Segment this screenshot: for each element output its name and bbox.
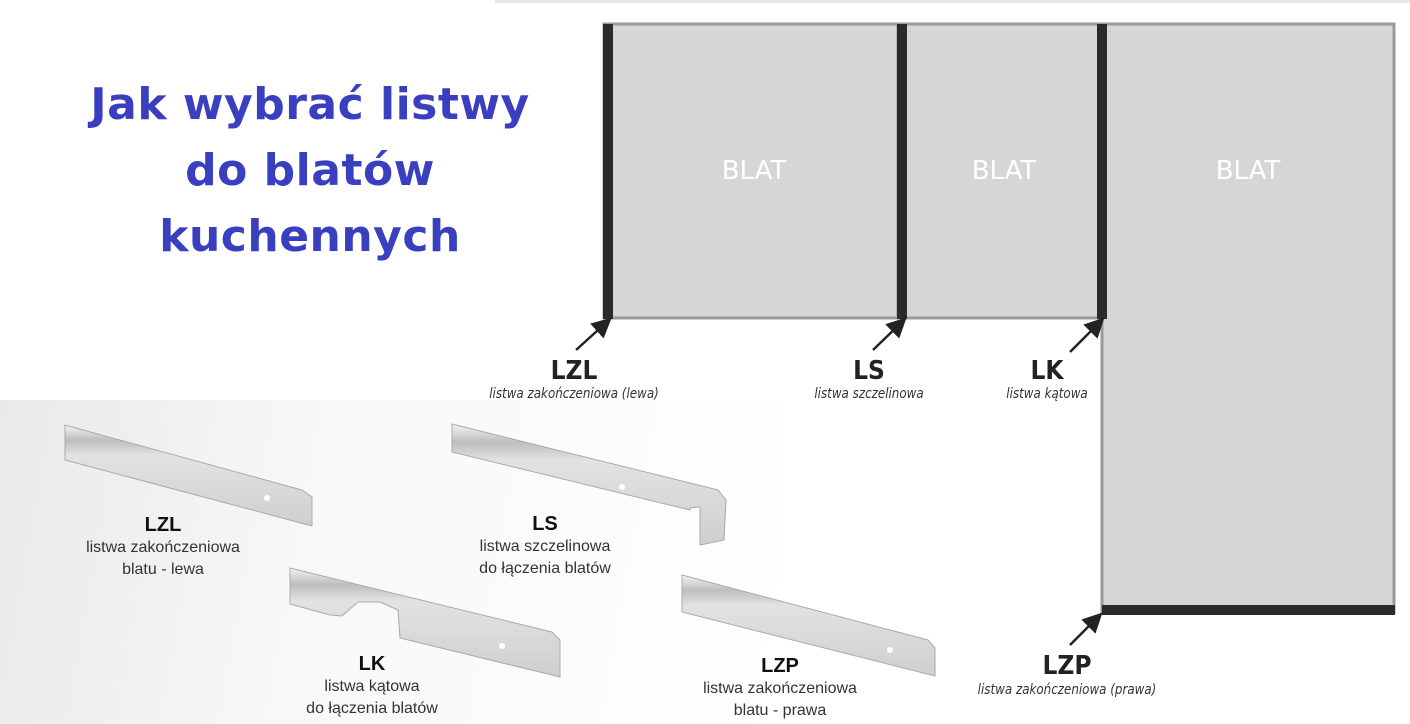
strip-lk <box>1097 24 1107 319</box>
blat-left <box>602 22 900 320</box>
product-desc-2: blatu - prawa <box>733 702 827 719</box>
diagram-code-lzp: LZP <box>1042 651 1092 681</box>
product-lk: LK listwa kątowa do łączenia blatów <box>222 653 522 720</box>
diagram-desc-lzp: listwa zakończeniowa (prawa) <box>977 682 1157 698</box>
product-code: LK <box>358 653 386 675</box>
product-lk-image <box>289 567 561 678</box>
diagram-desc-lk: listwa kątowa <box>1006 386 1088 402</box>
arrow-lk <box>1069 317 1105 353</box>
strip-lzp <box>1102 605 1395 615</box>
blat-label-1: BLAT <box>721 156 787 186</box>
product-desc-2: do łączenia blatów <box>479 560 611 577</box>
product-code: LS <box>532 513 558 535</box>
product-ls: LS listwa szczelinowa do łączenia blatów <box>395 513 695 580</box>
product-desc-1: listwa kątowa <box>324 678 420 695</box>
diagram-code-lk: LK <box>1030 356 1064 386</box>
blat-right <box>1100 22 1396 614</box>
product-desc-1: listwa szczelinowa <box>479 538 611 555</box>
product-lzp: LZP listwa zakończeniowa blatu - prawa <box>630 655 930 722</box>
arrow-lzp <box>1069 612 1103 646</box>
diagram-code-ls: LS <box>853 356 885 386</box>
product-desc-1: listwa zakończeniowa <box>703 680 857 697</box>
diagram-code-lzl: LZL <box>550 356 598 386</box>
strip-ls <box>897 24 907 319</box>
strip-lzl <box>603 24 613 319</box>
product-lzp-image <box>681 574 936 677</box>
diagram-desc-lzl: listwa zakończeniowa (lewa) <box>489 386 659 402</box>
blat-label-2: BLAT <box>971 156 1037 186</box>
diagram-desc-ls: listwa szczelinowa <box>814 386 924 402</box>
page-title: Jak wybrać listwy do blatów kuchennych <box>40 72 580 270</box>
arrow-ls <box>872 317 907 351</box>
product-desc-2: do łączenia blatów <box>306 700 438 717</box>
product-ls-image <box>451 423 727 546</box>
arrow-lzl <box>575 317 612 351</box>
title-line-3: kuchennych <box>159 211 461 262</box>
blat-label-3: BLAT <box>1215 156 1281 186</box>
product-desc-2: blatu - lewa <box>122 561 204 578</box>
title-line-2: do blatów <box>185 145 435 196</box>
top-divider <box>495 0 1410 3</box>
product-code: LZL <box>144 514 182 536</box>
product-desc-1: listwa zakończeniowa <box>86 539 240 556</box>
product-code: LZP <box>761 655 799 677</box>
title-line-1: Jak wybrać listwy <box>90 79 530 130</box>
product-lzl: LZL listwa zakończeniowa blatu - lewa <box>13 514 313 581</box>
product-lzl-image <box>64 424 313 527</box>
